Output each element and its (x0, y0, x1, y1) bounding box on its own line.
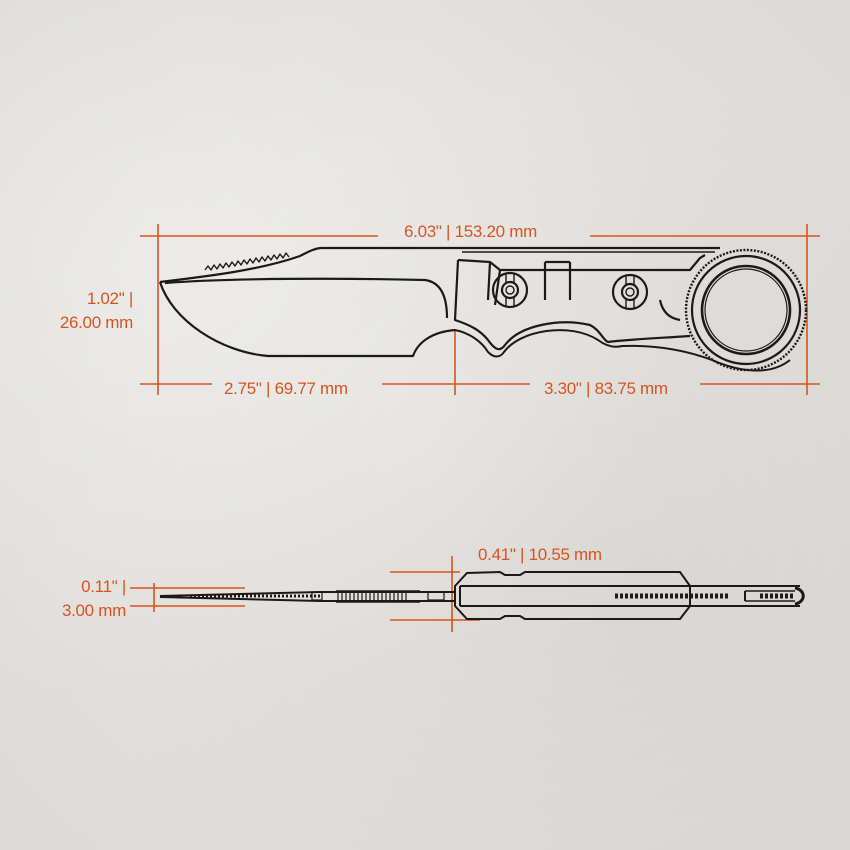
side-dimension-lines (130, 556, 480, 632)
knife-top-view (158, 246, 808, 372)
top-dimension-lines (140, 224, 820, 395)
blade-thickness-label-line1: 0.11" | (81, 577, 126, 596)
overall-length-label: 6.03" | 153.20 mm (404, 222, 537, 241)
handle-length-label: 3.30" | 83.75 mm (544, 379, 668, 398)
blade-height-label-line2: 26.00 mm (59, 313, 133, 332)
knife-side-view (159, 570, 805, 620)
handle-thickness-label: 0.41" | 10.55 mm (478, 545, 602, 564)
blade-thickness-label-line2: 3.00 mm (61, 601, 126, 620)
blade-height-label-line1: 1.02" | (86, 289, 133, 308)
blade-length-label: 2.75" | 69.77 mm (224, 379, 348, 398)
